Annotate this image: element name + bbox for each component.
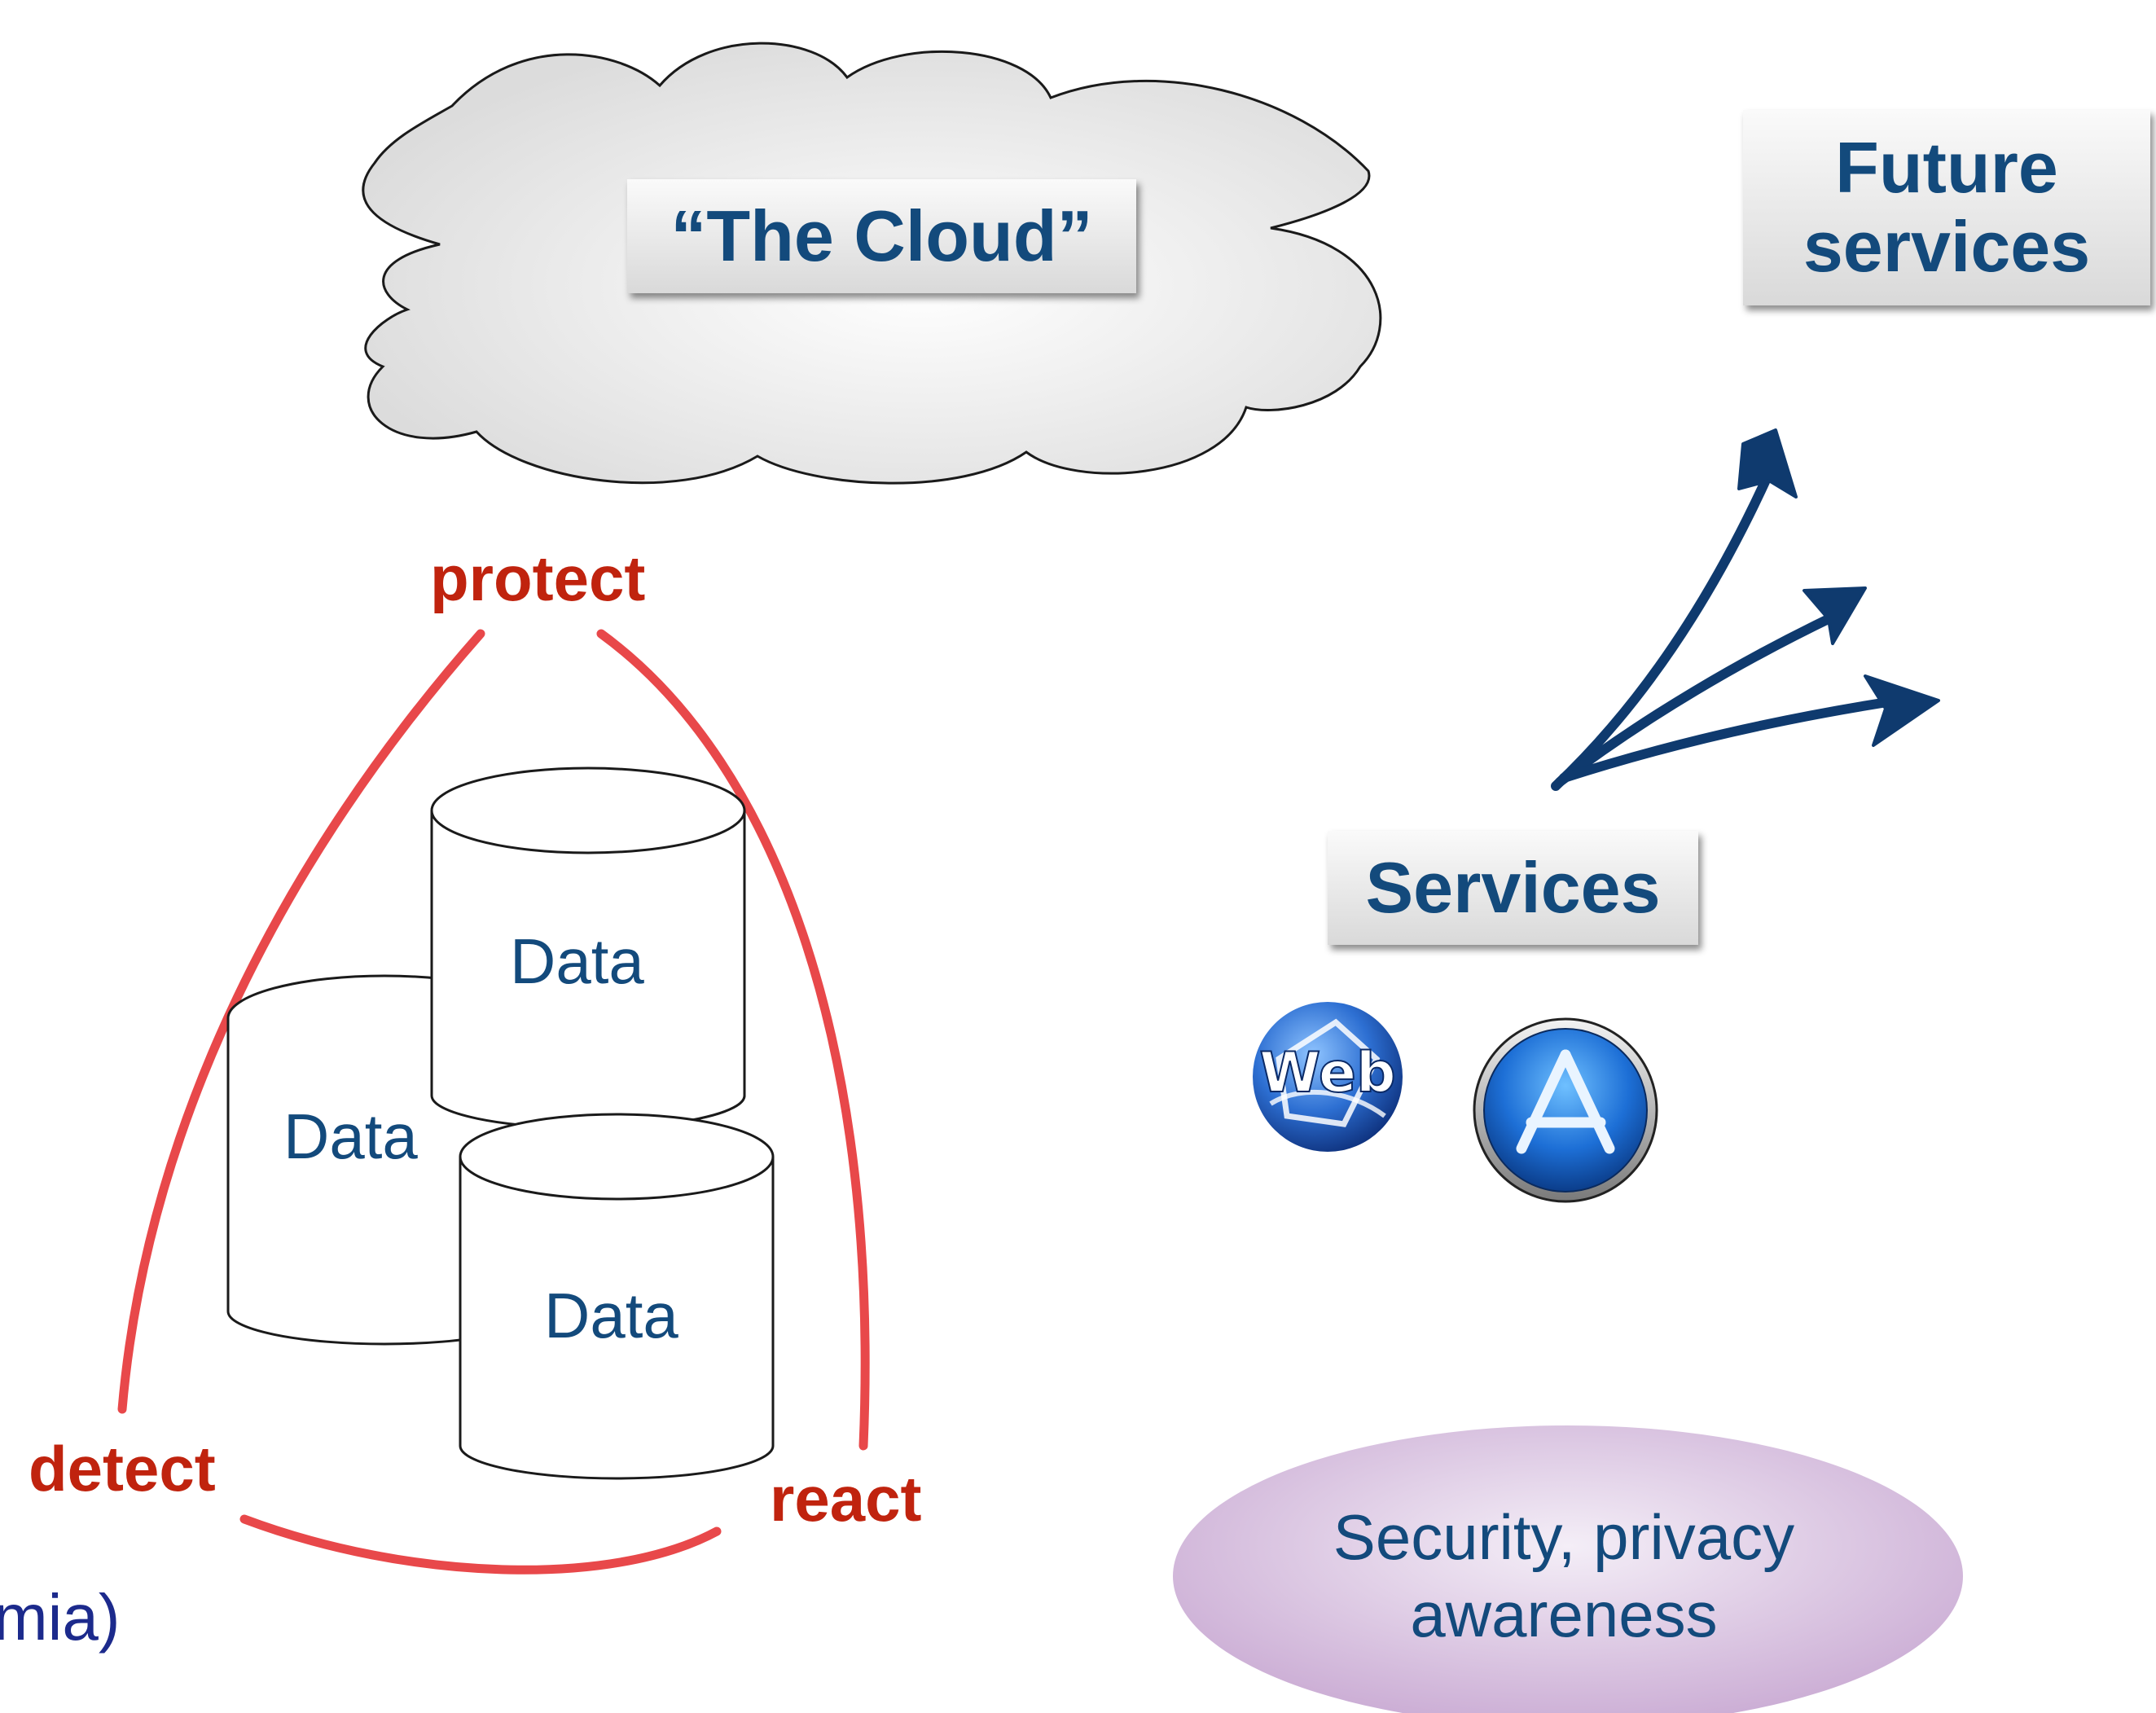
database-label-front: Data — [544, 1280, 678, 1351]
security-oval-text: Security, privacy awareness — [1173, 1425, 1955, 1713]
cloud-label: “The Cloud” — [670, 195, 1093, 276]
services-box: Services — [1328, 831, 1698, 945]
web-logo-icon — [1253, 1002, 1403, 1152]
cycle-arc-left — [117, 629, 485, 1414]
arrowheads — [1737, 428, 1940, 747]
cycle-label-protect: protect — [430, 542, 646, 614]
cycle-ring — [117, 629, 870, 1575]
arrowhead-middle — [1803, 586, 1867, 645]
cycle-arc-bottom — [239, 1514, 722, 1575]
security-line1: Security, privacy — [1333, 1500, 1795, 1573]
cycle-label-react: react — [770, 1463, 922, 1535]
security-oval — [1173, 1425, 1963, 1713]
database-label-left: Data — [283, 1100, 418, 1172]
future-label-line2: services — [1803, 206, 2091, 287]
truncated-text-fragment: mia) — [0, 1581, 121, 1654]
arrow-to-future-middle — [1555, 610, 1842, 787]
security-line2: awareness — [1410, 1579, 1718, 1650]
future-label-line1: Future — [1835, 127, 2058, 209]
arrowhead-lower — [1864, 674, 1940, 747]
app-store-icon — [1473, 1017, 1658, 1203]
database-front — [459, 1113, 775, 1480]
future-services-box: Future services — [1743, 110, 2150, 305]
cycle-arc-right — [596, 629, 870, 1451]
growth-arrows — [1551, 472, 1903, 791]
arrowhead-upper — [1737, 428, 1798, 499]
web-logo-text: Web — [1258, 1040, 1396, 1106]
services-label: Services — [1365, 846, 1661, 928]
arrow-to-future-upper — [1551, 472, 1772, 791]
arrow-to-future-lower — [1559, 696, 1903, 783]
cloud-label-box: “The Cloud” — [627, 179, 1136, 293]
cycle-label-detect: detect — [29, 1433, 216, 1504]
database-label-back: Data — [510, 925, 644, 997]
